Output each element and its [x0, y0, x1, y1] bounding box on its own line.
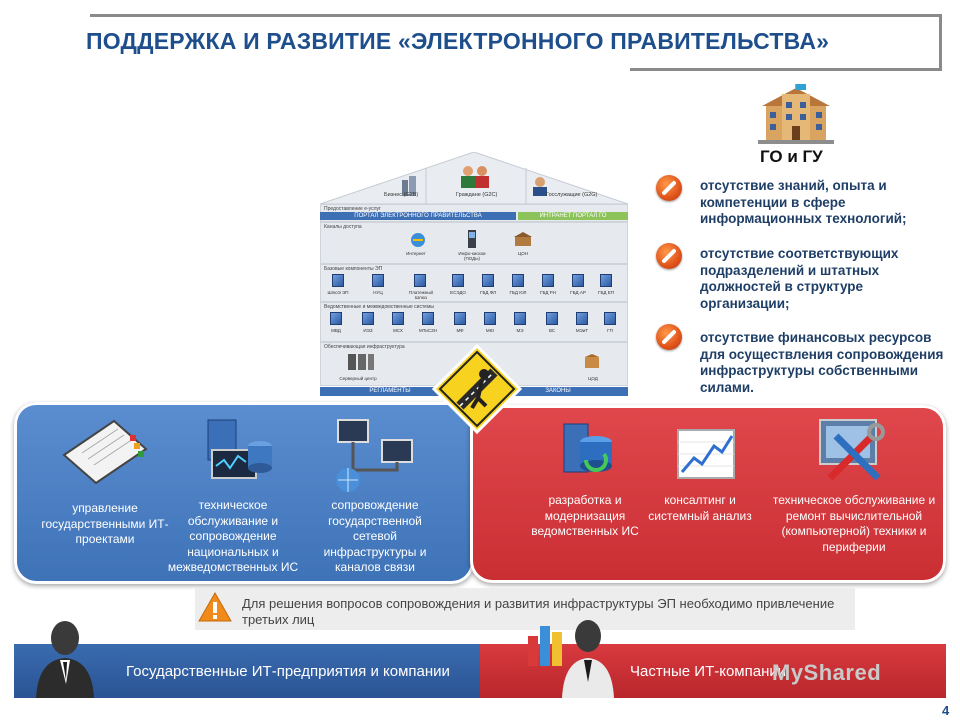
- system-label: МЭ: [516, 328, 524, 333]
- watermark: MyShared: [772, 660, 882, 685]
- go-label: ГО и ГУ: [760, 147, 823, 166]
- system-label: МТиСЗН: [419, 328, 437, 333]
- citizens-icon: [461, 166, 489, 188]
- network-globe-icon: [336, 419, 413, 492]
- server-icon: [454, 312, 466, 325]
- private-companies-label: Частные ИТ-компании: [630, 663, 787, 680]
- server-icon: [576, 312, 588, 325]
- go-item-3: отсутствие финансовых ресурсов для осуще…: [700, 330, 944, 395]
- component-label: ШлюЭ ЭП: [327, 290, 349, 295]
- server-icon: [512, 274, 524, 287]
- repair-tools-icon: [819, 419, 885, 481]
- businessman-avatar-icon: [36, 621, 94, 698]
- component-label: НУЦ: [373, 290, 383, 295]
- system-label: МФ: [456, 328, 464, 333]
- channel-label: Интернет: [406, 251, 426, 256]
- server-icon: [546, 312, 558, 325]
- system-label: ИЭЗ: [363, 328, 373, 333]
- gov-companies-label: Государственные ИТ-предприятия и компани…: [126, 663, 450, 680]
- server-icon: [482, 274, 494, 287]
- system-label: МЮ: [485, 328, 495, 333]
- gov-service-2: техническое обслуживание и сопровождение…: [167, 498, 299, 574]
- gov-service-3: сопровождение государственной сетевой ин…: [323, 498, 427, 574]
- server-icon: [362, 312, 374, 325]
- components-row: ШлюЭ ЭП НУЦ Платежный Шлюз ЕСЭДО ГБД ФЛ …: [324, 274, 624, 300]
- server-icon: [422, 312, 434, 325]
- con-building-icon: [514, 232, 532, 246]
- server-icon: [514, 312, 526, 325]
- kiosk-icon: [468, 230, 476, 248]
- regulations-bar: РЕГЛАМЕНТЫ: [320, 387, 460, 396]
- planner-notebook-icon: [62, 419, 148, 485]
- system-label: ВС: [548, 328, 556, 333]
- server-icon: [414, 274, 426, 287]
- component-label: ГБД АР: [570, 290, 586, 295]
- server-icon: [542, 274, 554, 287]
- businessman-chart-icon: [528, 620, 614, 698]
- component-label: ГБД ФЛ: [480, 290, 496, 295]
- no-entry-icon: [656, 324, 682, 350]
- intranet-bar: ИНТРАНЕТ ПОРТАЛ ГО: [518, 212, 628, 220]
- roof-label-g2b: Бизнес (G2B): [384, 192, 419, 198]
- component-label: Платежный Шлюз: [409, 290, 433, 300]
- server-icon: [392, 312, 404, 325]
- business-icon: [402, 176, 416, 196]
- roof-label-g2c: Граждане (G2C): [456, 192, 498, 198]
- server-monitor-icon: [207, 419, 272, 479]
- no-entry-icon: [656, 175, 682, 201]
- portal-bar: ПОРТАЛ ЭЛЕКТРОННОГО ПРАВИТЕЛЬСТВА: [320, 212, 516, 220]
- road-works-sign-icon: [432, 344, 522, 434]
- database-server-icon: [563, 423, 612, 473]
- server-icon: [572, 274, 584, 287]
- go-item-2: отсутствие соответствующих подразделений…: [700, 246, 899, 311]
- title-frame: [90, 14, 942, 71]
- page-number: 4: [942, 703, 950, 718]
- private-service-3: техническое обслуживание и ремонт вычисл…: [772, 493, 936, 554]
- line-chart-icon: [677, 429, 735, 479]
- floor-components: Базовые компоненты ЭП: [320, 264, 628, 302]
- page-title: ПОДДЕРЖКА И РАЗВИТИЕ «ЭЛЕКТРОННОГО ПРАВИ…: [86, 28, 830, 54]
- server-icon: [452, 274, 464, 287]
- internet-explorer-icon: [411, 233, 425, 247]
- component-label: ЕСЭДО: [450, 290, 466, 295]
- government-building-icon: [758, 84, 834, 144]
- component-label: ГБД ЕП: [598, 290, 614, 295]
- component-label: ГБД РН: [540, 290, 556, 295]
- systems-row: МВД ИЭЗ МСХ МТиСЗН МФ МЮ МЭ ВС МЭиТ ГП: [324, 312, 624, 340]
- system-label: МВД: [331, 328, 341, 333]
- server-icon: [484, 312, 496, 325]
- server-icon: [330, 312, 342, 325]
- system-label: МСХ: [393, 328, 403, 333]
- server-icon: [372, 274, 384, 287]
- server-rack-icon: [348, 354, 374, 370]
- server-icon: [604, 312, 616, 325]
- warning-triangle-icon: [198, 591, 232, 622]
- warning-text: Для решения вопросов сопровождения и раз…: [242, 596, 835, 627]
- egov-architecture-diagram: Бизнес (G2B) Граждане (G2C) Госслужащие …: [318, 152, 630, 398]
- datacenter-box-icon: [585, 354, 599, 368]
- server-icon: [332, 274, 344, 287]
- channel-label: ЦОН: [518, 251, 528, 256]
- go-item-1: отсутствие знаний, опыта и компетенции в…: [700, 178, 907, 226]
- system-label: МЭиТ: [575, 328, 589, 333]
- server-icon: [600, 274, 612, 287]
- infra-label: ЦОД: [588, 376, 598, 381]
- infra-label: Серверный центр: [339, 376, 377, 381]
- private-service-1: разработка и модернизация ведомственных …: [531, 493, 639, 538]
- gov-services-panel: [14, 402, 474, 584]
- system-label: ГП: [607, 328, 613, 333]
- gov-service-1: управление государственными ИТ-проектами: [41, 501, 169, 546]
- laws-bar: ЗАКОНЫ: [488, 387, 628, 396]
- civil-servants-icon: [533, 177, 547, 196]
- roof-label-g2g: Госслужащие (G2G): [546, 192, 598, 198]
- private-service-2: консалтинг и системный анализ: [648, 493, 752, 523]
- channel-label: Инфо-киоски (ПОДы): [458, 251, 486, 261]
- warning-box: [195, 588, 855, 630]
- no-entry-icon: [656, 243, 682, 269]
- component-label: ГБД ЮЛ: [509, 290, 527, 295]
